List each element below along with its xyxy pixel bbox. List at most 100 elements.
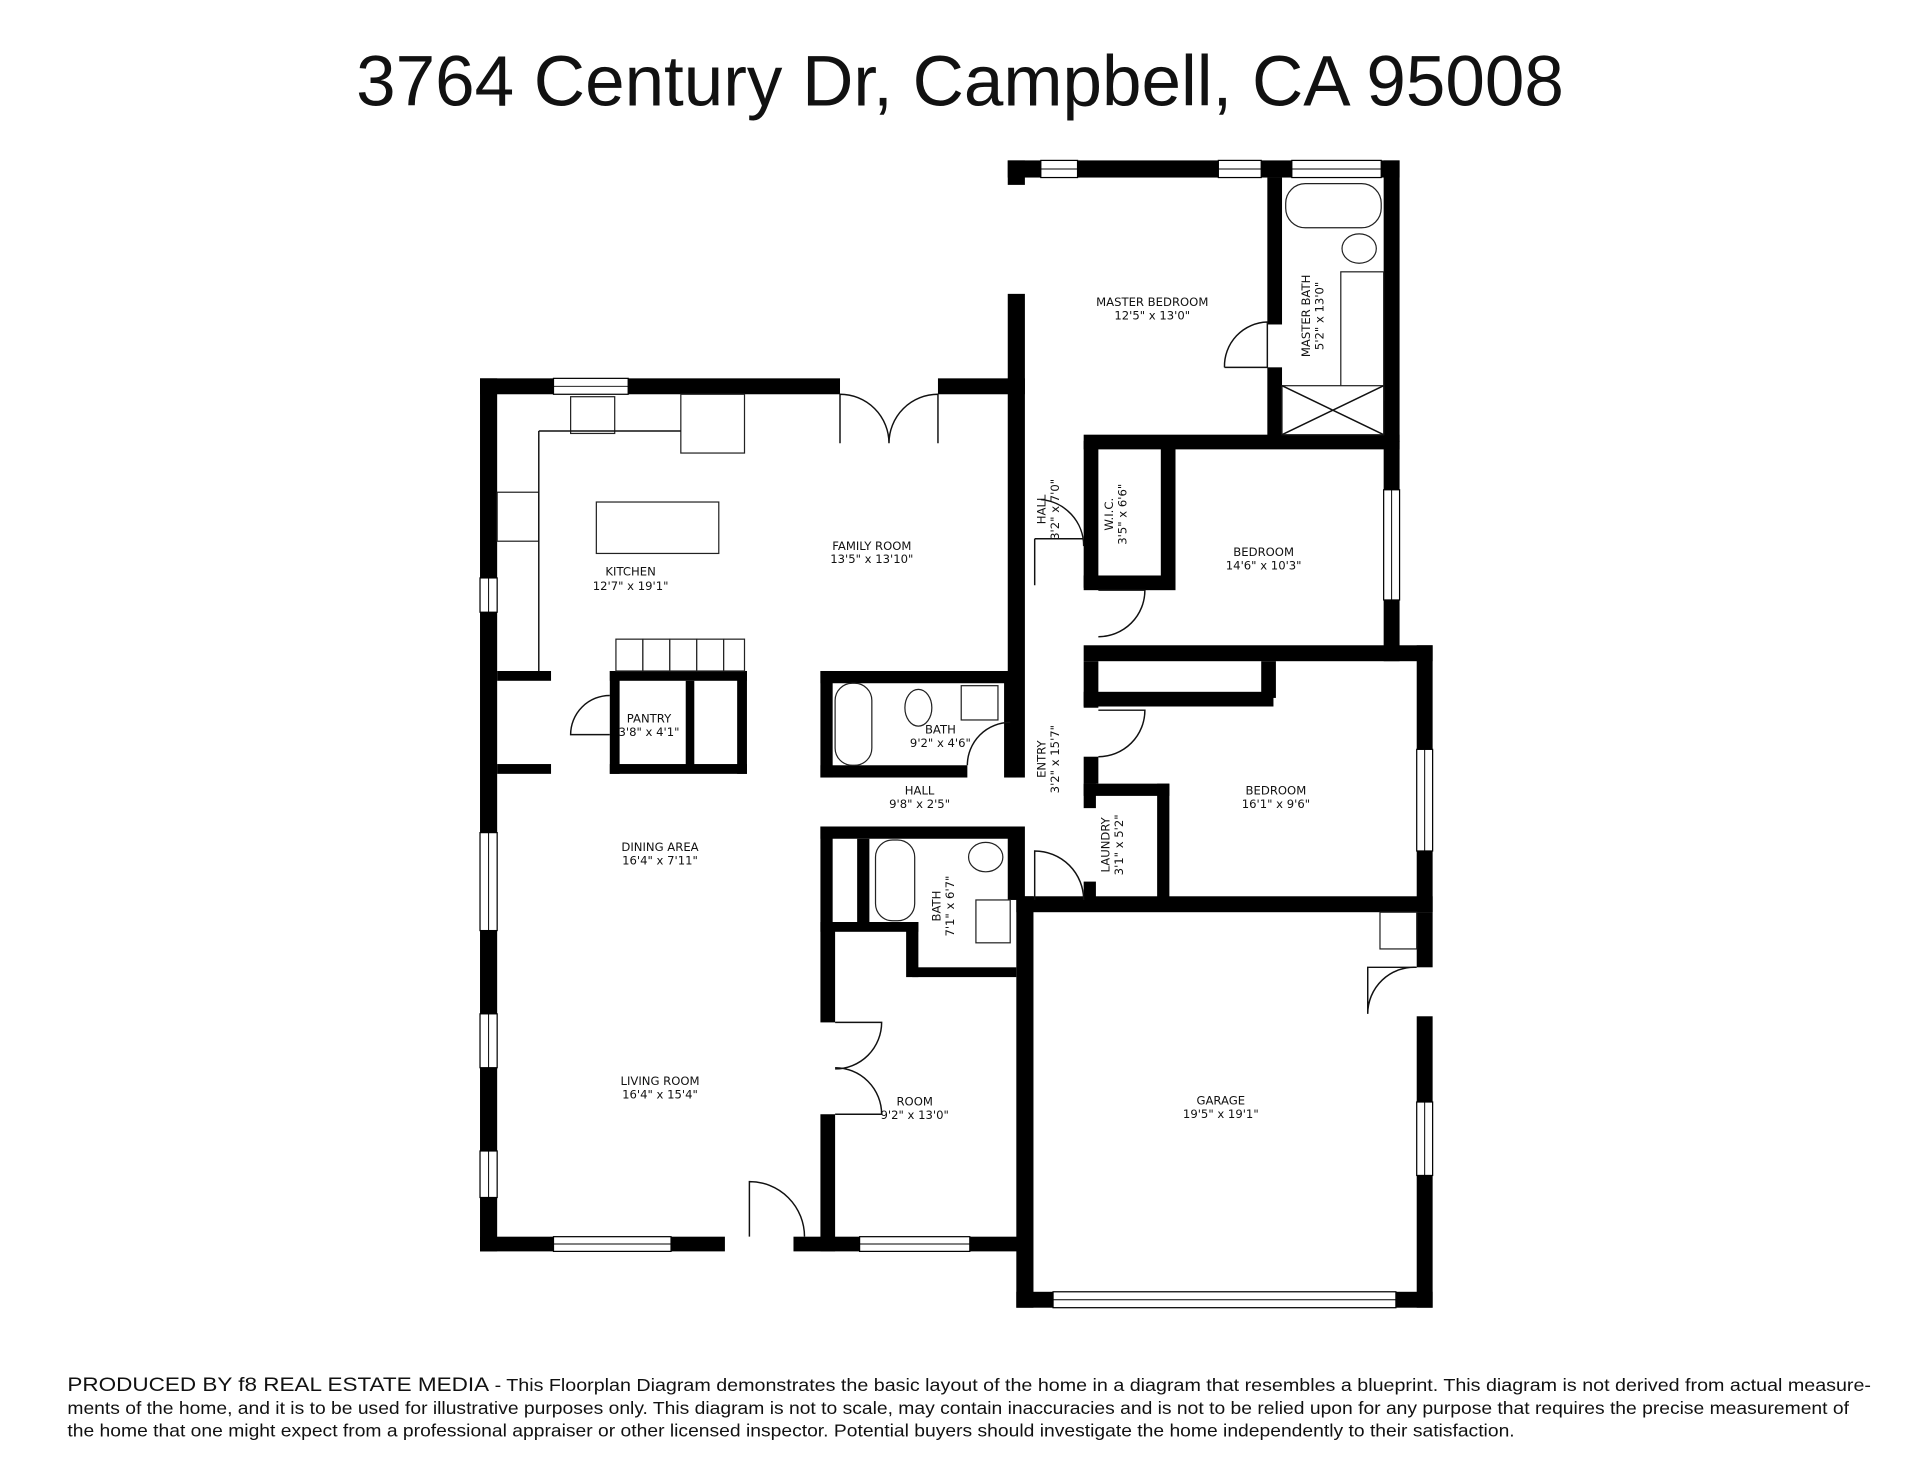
room-dims: 3'2" x 15'7" [1048, 725, 1062, 793]
room-dims: 13'5" x 13'10" [830, 552, 913, 566]
sink-icon [960, 685, 999, 721]
bath-door [966, 721, 1011, 766]
kitchen-counter [680, 393, 746, 454]
bar-stools [615, 638, 746, 672]
shower-cross [1281, 385, 1384, 436]
wall [1077, 160, 1219, 178]
wall [820, 670, 833, 778]
wall [480, 1067, 498, 1151]
disclaimer: PRODUCED BY f8 REAL ESTATE MEDIA - This … [67, 1374, 1871, 1440]
wall [1083, 645, 1433, 662]
pantry-door [569, 694, 610, 736]
wall [820, 670, 1017, 684]
wall [1416, 912, 1433, 968]
wall [1083, 434, 1400, 450]
wall [820, 826, 1017, 839]
wall [820, 922, 836, 1023]
room-name: FAMILY ROOM [832, 539, 911, 553]
room-dims: 7'1" x 6'7" [943, 876, 957, 937]
kitchen-island [595, 501, 720, 555]
room-dims: 3'1" x 5'2" [1112, 814, 1126, 875]
room-name: ENTRY [1035, 739, 1049, 777]
garage-door [1033, 850, 1085, 900]
room-dims: 9'2" x 13'0" [881, 1108, 949, 1122]
wall [820, 826, 833, 923]
bedroom-2-door [1098, 709, 1146, 758]
sink-icon [975, 899, 1011, 944]
wall [480, 612, 498, 833]
wall [1083, 783, 1096, 809]
room-dims: 16'1" x 9'6" [1242, 797, 1310, 811]
wall [937, 378, 1025, 395]
producer-credit: PRODUCED BY f8 REAL ESTATE MEDIA [67, 1374, 490, 1396]
bathtub-icon [834, 682, 873, 766]
wall [1016, 896, 1034, 1308]
wall [685, 680, 695, 767]
room-name: KITCHEN [605, 564, 655, 578]
wall [820, 1114, 836, 1252]
windows [479, 159, 1434, 1309]
water-heater-icon [1379, 911, 1418, 950]
bathtub-icon [874, 839, 916, 922]
double-vanity-icon [1340, 271, 1385, 402]
wall [671, 1236, 725, 1252]
kitchen-sink [570, 396, 616, 435]
wall [1395, 1291, 1433, 1308]
wall [1416, 1175, 1433, 1308]
wall [857, 838, 870, 923]
wall [480, 378, 498, 578]
wall [1016, 1291, 1054, 1308]
bedroom-door [1098, 589, 1146, 638]
wall [969, 1236, 1025, 1252]
stove-icon [496, 491, 540, 542]
room-dims: 12'5" x 13'0" [1114, 309, 1190, 323]
room-dims: 14'6" x 10'3" [1226, 558, 1302, 572]
page-title: 3764 Century Dr, Campbell, CA 95008 [356, 42, 1564, 121]
room-dims: 16'4" x 15'4" [622, 1087, 698, 1101]
family-room-double-door [839, 393, 939, 444]
wall [1267, 177, 1283, 325]
toilet-icon [967, 841, 1004, 873]
wall [906, 922, 919, 978]
wall [737, 670, 747, 774]
wall [1083, 691, 1274, 707]
walls [480, 160, 1433, 1308]
side-garage-door [1367, 966, 1417, 1014]
room-door [835, 1021, 883, 1115]
disclaimer-line-3: the home that one might expect from a pr… [67, 1420, 1514, 1440]
room-name: PANTRY [627, 711, 672, 725]
wall [497, 764, 552, 774]
fixtures [496, 183, 1418, 950]
wall [480, 930, 498, 1014]
wall [912, 967, 1017, 978]
wall [480, 1236, 554, 1252]
wall [1083, 783, 1170, 796]
wall [820, 922, 919, 932]
room-dims: 5'2" x 13'0" [1313, 282, 1327, 350]
room-dims: 16'4" x 7'11" [622, 853, 698, 867]
room-name: BATH [925, 722, 956, 736]
room-name: BEDROOM [1233, 545, 1294, 559]
room-name: MASTER BATH [1299, 275, 1313, 357]
room-name: GARAGE [1196, 1093, 1245, 1107]
room-name: MASTER BEDROOM [1096, 295, 1208, 309]
room-dims: 9'8" x 2'5" [889, 797, 950, 811]
wall [1083, 756, 1099, 784]
room-name: W.I.C. [1102, 498, 1116, 531]
toilet-icon [904, 688, 933, 727]
